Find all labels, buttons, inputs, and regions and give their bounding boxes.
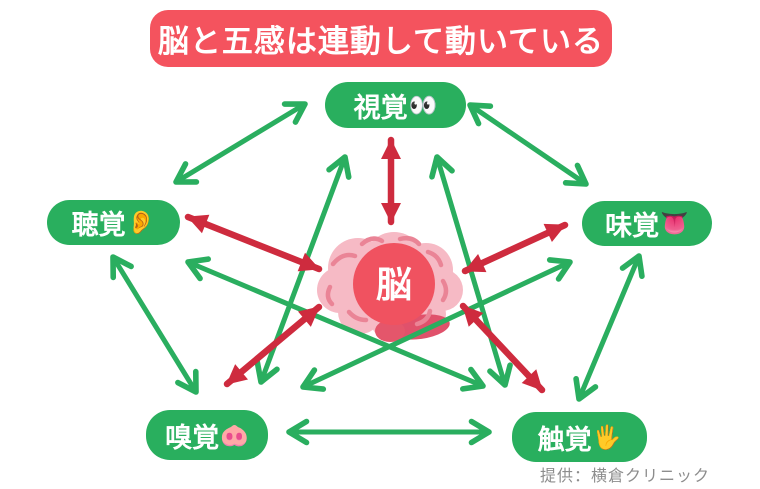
link-sight-hearing (173, 101, 308, 185)
link-taste-smell (300, 257, 573, 392)
link-brain-smell (223, 303, 323, 388)
node-smell-label: 嗅覚 (165, 422, 220, 453)
node-smell: 嗅覚🐽 (146, 410, 268, 460)
title-banner: 脳と五感は連動して動いている (150, 10, 612, 67)
node-taste: 味覚👅 (582, 201, 712, 246)
tongue-icon: 👅 (660, 210, 689, 236)
link-hearing-smell (110, 254, 199, 395)
link-brain-hearing (184, 213, 323, 273)
brain-label: 脳 (376, 264, 412, 305)
node-touch: 触覚🖐 (512, 412, 647, 462)
node-hearing-label: 聴覚 (71, 210, 126, 240)
node-hearing: 聴覚👂 (47, 200, 180, 245)
pig-nose-icon: 🐽 (220, 421, 249, 448)
node-sight-label: 視覚 (353, 92, 408, 123)
node-taste-label: 味覚 (605, 211, 660, 241)
link-brain-touch (459, 302, 546, 394)
link-brain-taste (461, 221, 569, 275)
raised-hand-icon: 🖐 (592, 423, 622, 450)
credit-text: 提供：横倉クリニック (540, 468, 711, 485)
ear-icon: 👂 (126, 209, 156, 235)
brain-links (184, 136, 569, 394)
node-sight: 視覚👀 (325, 82, 466, 128)
node-touch-label: 触覚 (537, 424, 592, 455)
link-sight-taste (467, 102, 589, 187)
eyes-icon: 👀 (408, 91, 438, 118)
link-taste-touch (573, 253, 645, 402)
